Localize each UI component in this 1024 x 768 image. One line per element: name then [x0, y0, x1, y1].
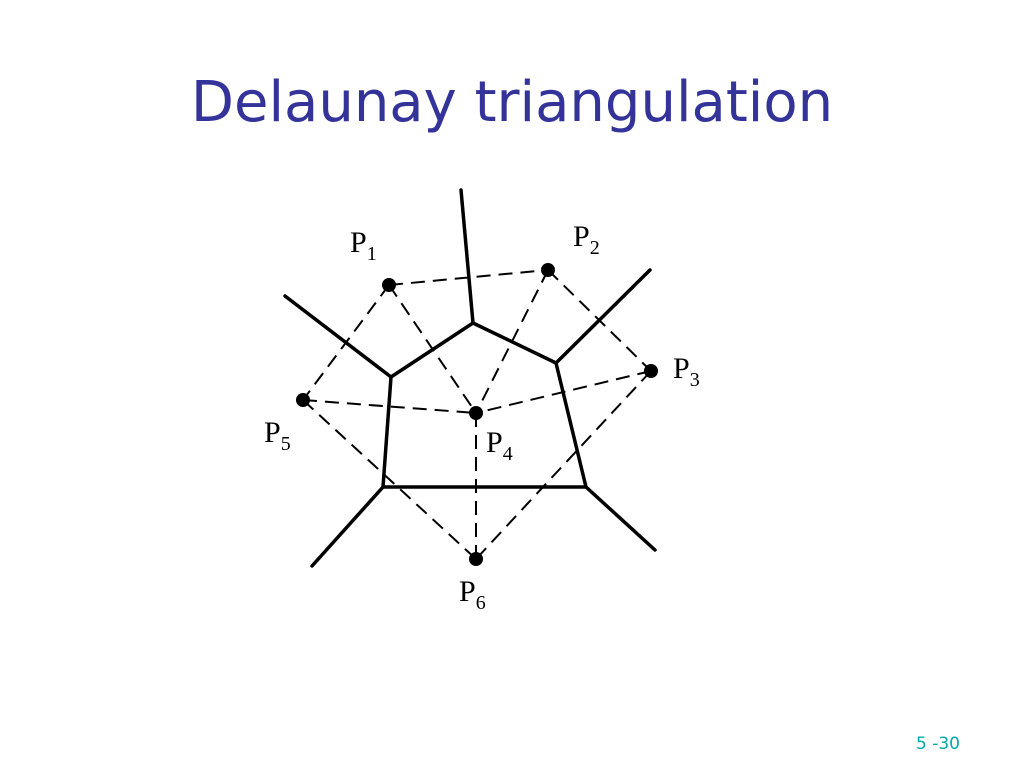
voronoi-edge — [554, 268, 652, 365]
delaunay-edge — [475, 269, 549, 414]
point-p1 — [382, 278, 396, 292]
delaunay-edge — [388, 269, 549, 286]
delaunay-edge — [475, 370, 652, 414]
point-labels: P1 P2 P3 P4 P5 P6 — [264, 220, 700, 614]
voronoi-edge — [584, 485, 657, 552]
point-p6 — [469, 552, 483, 566]
point-p3 — [644, 364, 658, 378]
delaunay-edge — [547, 269, 652, 372]
label-p3: P3 — [673, 352, 700, 391]
page-number: 5 -30 — [916, 734, 960, 754]
label-p6: P6 — [459, 575, 486, 614]
delaunay-edge — [302, 399, 477, 560]
point-p4 — [469, 406, 483, 420]
voronoi-edge — [310, 485, 385, 568]
point-p2 — [541, 263, 555, 277]
label-p5: P5 — [264, 416, 291, 455]
slide-title: Delaunay triangulation — [190, 70, 834, 135]
delaunay-edge — [388, 284, 477, 414]
delaunay-edges — [302, 269, 652, 560]
delaunay-edge — [302, 284, 390, 401]
delaunay-edge — [302, 399, 477, 414]
label-p4: P4 — [486, 426, 513, 465]
voronoi-edge — [381, 375, 393, 489]
site-points — [296, 263, 658, 566]
voronoi-edge — [554, 361, 588, 489]
label-p1: P1 — [350, 226, 377, 265]
point-p5 — [296, 393, 310, 407]
voronoi-edge — [471, 321, 558, 365]
voronoi-edge — [283, 294, 393, 379]
label-p2: P2 — [573, 220, 600, 259]
voronoi-edge — [459, 188, 475, 325]
